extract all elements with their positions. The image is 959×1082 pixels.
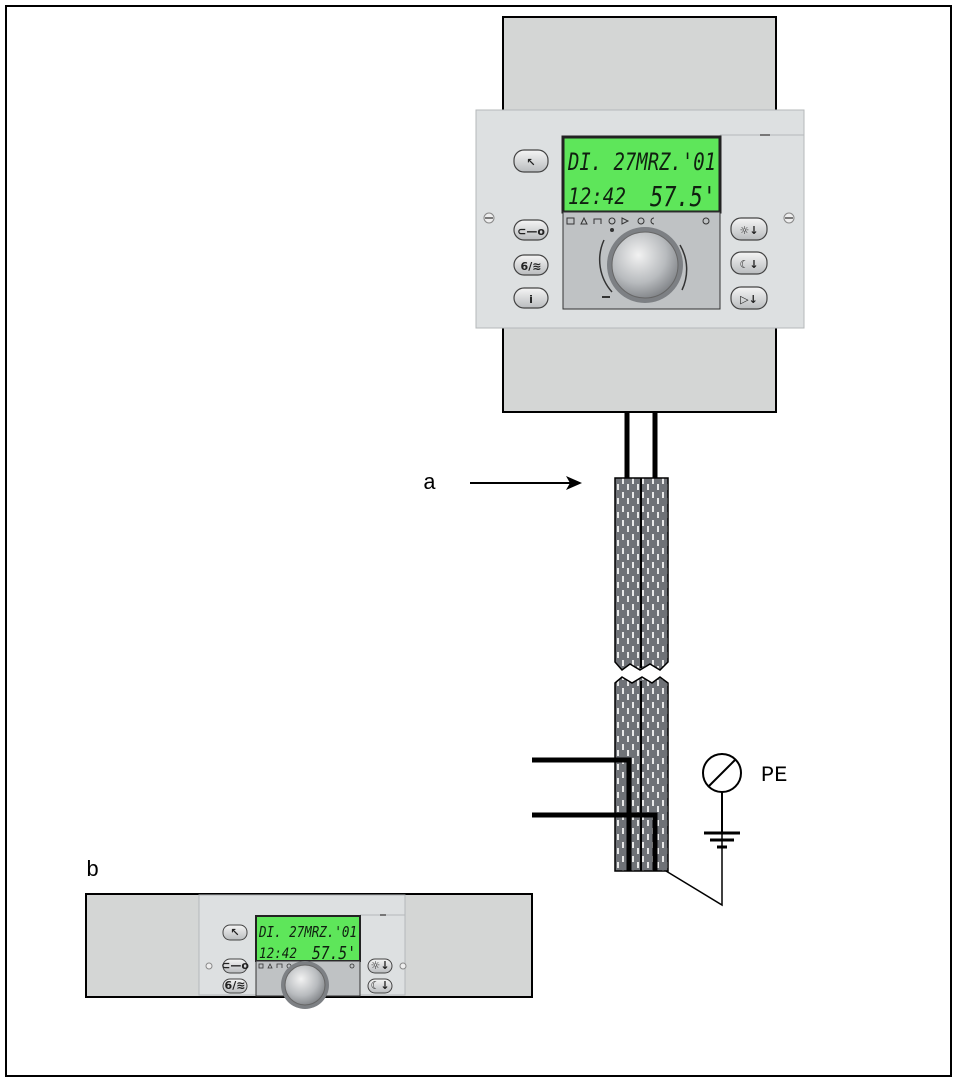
label-pe: PE: [761, 763, 787, 788]
hot-water-button-label-top: ▷↓: [740, 293, 758, 306]
night-temp-button-bottom[interactable]: ☾↓: [367, 978, 393, 994]
screw-right-bottom: [399, 962, 407, 970]
manual-button-label-bottom: ↖: [230, 926, 239, 939]
day-temp-button-label-bottom: ☼↓: [370, 959, 389, 972]
lcd-time-bottom: 12:42: [259, 946, 297, 962]
day-temp-button-label-top: ☼↓: [739, 224, 758, 237]
info-button-top[interactable]: i: [513, 287, 549, 309]
controller-bottom: DI. 27MRZ.'01 12:42 57.5' ↖ ⊂—o: [85, 893, 533, 1009]
button-column-right-bottom: ☼↓ ☾↓: [367, 958, 393, 994]
label-a: a: [423, 471, 436, 496]
manual-button-top[interactable]: ↖: [513, 149, 549, 173]
controller-top: DI. 27MRZ.'01 12:42 57.5' ↖: [475, 16, 805, 413]
lcd-value-top: 57.5': [650, 180, 716, 213]
program-button-label-top: ⊂—o: [517, 225, 545, 238]
program-button-label-bottom: ⊂—o: [221, 959, 249, 972]
mode-button-label-top: 6/≋: [521, 260, 542, 273]
screw-left-bottom: [205, 962, 213, 970]
hot-water-button-top[interactable]: ▷↓: [730, 286, 768, 310]
program-button-bottom[interactable]: ⊂—o: [221, 958, 249, 974]
day-temp-button-top[interactable]: ☼↓: [730, 217, 768, 241]
manual-button-label-top: ↖: [526, 156, 535, 169]
lcd-value-bottom: 57.5': [312, 943, 356, 964]
knob-icon-bottom[interactable]: [281, 961, 329, 1009]
ground-icon: [704, 831, 740, 849]
mode-symbols-top: [566, 216, 710, 225]
button-column-left-top: ↖ ⊂—o 6/≋ i: [513, 149, 549, 309]
shielded-cable: [532, 412, 723, 907]
arrow-right-icon: [470, 476, 582, 490]
mode-button-top[interactable]: 6/≋: [513, 254, 549, 276]
night-temp-button-label-top: ☾↓: [739, 258, 758, 271]
terminal-icon: [702, 753, 742, 793]
knob-icon-top[interactable]: [607, 227, 683, 303]
info-button-label-top: i: [529, 293, 533, 306]
lcd-screen-top: [561, 135, 722, 214]
lcd-screen-bottom: [255, 915, 361, 962]
screw-left-top: [483, 212, 495, 224]
lcd-time-top: 12:42: [568, 185, 626, 210]
night-temp-button-label-bottom: ☾↓: [370, 979, 389, 992]
lcd-line1-top: DI. 27MRZ.'01: [567, 148, 716, 176]
label-b: b: [86, 858, 99, 883]
lcd-line1-bottom: DI. 27MRZ.'01: [258, 923, 357, 941]
button-column-right-top: ☼↓ ☾↓ ▷↓: [730, 217, 768, 310]
day-temp-button-bottom[interactable]: ☼↓: [367, 958, 393, 974]
night-temp-button-top[interactable]: ☾↓: [730, 251, 768, 275]
manual-button-bottom[interactable]: ↖: [222, 924, 248, 941]
screw-right-top: [783, 212, 795, 224]
program-button-top[interactable]: ⊂—o: [513, 219, 549, 241]
mode-button-label-bottom: 6/≋: [225, 979, 246, 992]
button-column-left-bottom: ↖ ⊂—o 6/≋: [221, 924, 249, 994]
mode-button-bottom[interactable]: 6/≋: [222, 978, 248, 994]
